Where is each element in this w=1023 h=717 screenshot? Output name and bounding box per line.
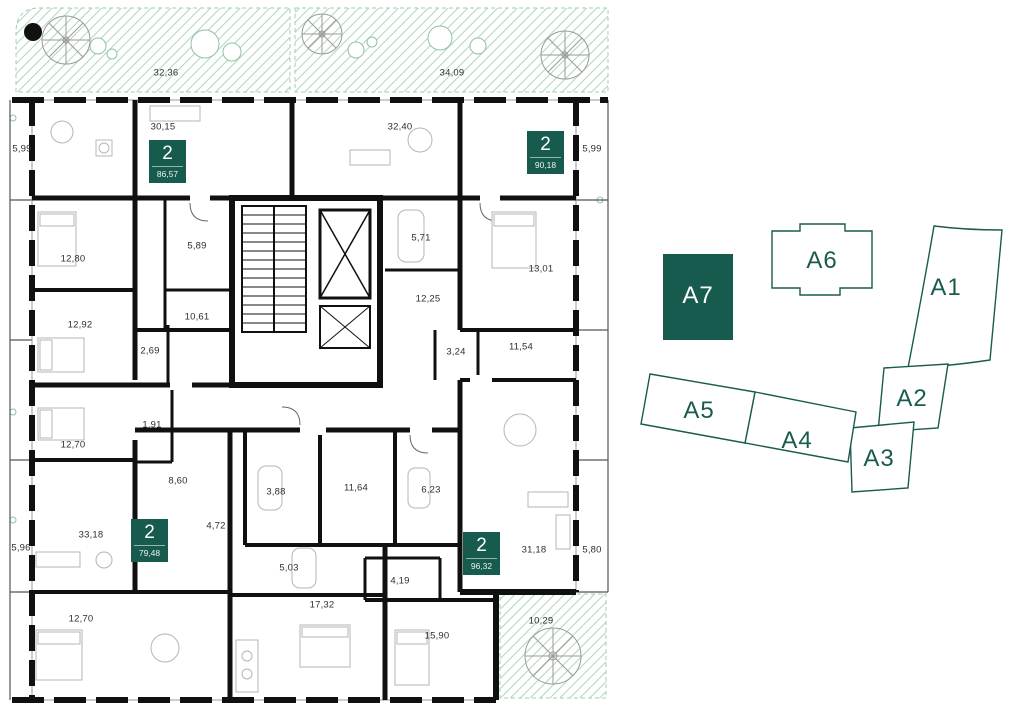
key-plan: A7 A6 A1 A2 A3 A4 A5: [640, 223, 1003, 493]
stair-core: [229, 195, 383, 388]
key-block-a7[interactable]: A7: [663, 254, 733, 340]
key-block-a7-label: A7: [682, 282, 713, 309]
key-block-a1-label: A1: [930, 274, 961, 301]
badge-room-count: 2: [162, 143, 173, 164]
door-openings: [170, 193, 500, 435]
key-block-a1[interactable]: A1: [907, 225, 1003, 369]
plant-icons: [9, 25, 604, 524]
key-block-a3-label: A3: [863, 445, 894, 472]
spiral-stair-icon: [540, 30, 590, 80]
furniture: [35, 105, 571, 693]
badge-room-count: 2: [476, 535, 487, 556]
key-block-a4-label: A4: [781, 427, 812, 454]
key-block-a4[interactable]: A4: [744, 391, 857, 463]
balcony-parapets: [9, 100, 609, 700]
key-block-a5-label: A5: [683, 397, 714, 424]
key-block-a3[interactable]: A3: [849, 421, 915, 493]
elevator-shaft: [318, 208, 372, 300]
key-block-a6[interactable]: A6: [771, 223, 873, 296]
badge-area: 90,18: [530, 157, 561, 172]
badge-area: 86,57: [152, 166, 183, 181]
spiral-stair-icon: [41, 15, 91, 65]
badge-area: 79,48: [134, 545, 165, 560]
shaft-secondary: [319, 305, 371, 349]
spiral-stair-icon: [524, 627, 582, 685]
badge-room-count: 2: [144, 522, 155, 543]
facade-walls: [12, 97, 608, 703]
key-block-a2-label: A2: [896, 385, 927, 412]
key-block-a6-label: A6: [806, 247, 837, 274]
key-block-a2[interactable]: A2: [877, 363, 949, 433]
badge-area: 96,32: [466, 558, 497, 573]
badge-room-count: 2: [540, 134, 551, 155]
landscape-areas: [9, 7, 609, 699]
key-block-a5[interactable]: A5: [640, 373, 756, 444]
spiral-stair-icon: [301, 13, 343, 55]
column-dot: [24, 23, 42, 41]
